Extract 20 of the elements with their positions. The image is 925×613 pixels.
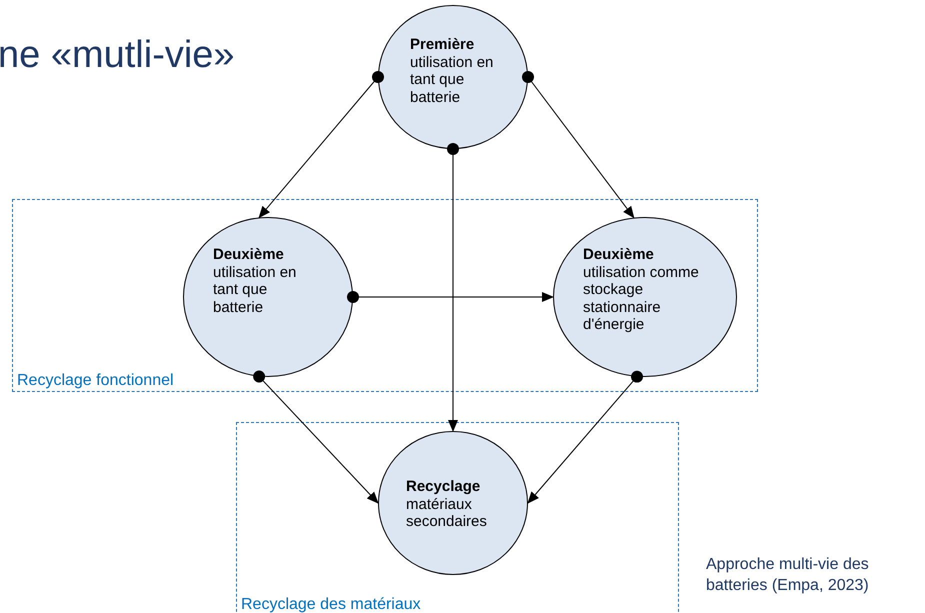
node-text: utilisation comme stockage stationnaire d'énergie xyxy=(583,264,700,334)
arrow xyxy=(253,370,379,504)
dashed-region xyxy=(236,422,679,613)
node-text: utilisation en tant que batterie xyxy=(213,264,298,316)
arrow xyxy=(447,143,459,432)
arrow xyxy=(527,370,643,504)
node-text: matériaux secondaires xyxy=(406,496,488,530)
node-text: utilisation en tant que batterie xyxy=(410,54,494,106)
node-heading: Première xyxy=(410,36,476,54)
arrow xyxy=(258,71,384,218)
node-heading: Deuxième xyxy=(213,246,285,264)
dashed-region xyxy=(12,199,758,392)
arrow xyxy=(347,291,554,303)
slide-title: ne «mutli-vie» xyxy=(0,34,235,77)
arrow xyxy=(522,71,634,218)
region-label: Recyclage fonctionnel xyxy=(17,372,174,390)
caption: Approche multi-vie des batteries (Empa, 2023) xyxy=(706,555,870,596)
node-heading: Deuxième xyxy=(583,246,655,264)
node-heading: Recyclage xyxy=(406,478,482,496)
region-label: Recyclage des matériaux xyxy=(241,596,421,613)
